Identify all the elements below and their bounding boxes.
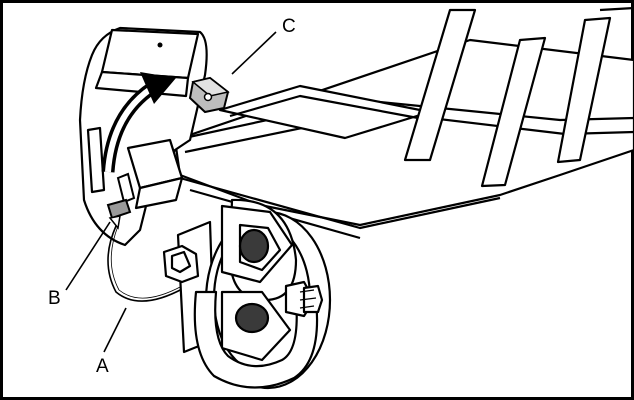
cap-hole-icon <box>157 42 163 48</box>
vehicle-frame <box>173 6 634 240</box>
callout-label-b: B <box>48 288 61 309</box>
callout-label-c: C <box>282 16 296 37</box>
leader-line-c <box>231 31 277 75</box>
locking-clip <box>188 76 230 114</box>
retaining-pin <box>106 172 136 230</box>
lanyard-cable <box>107 225 185 302</box>
tow-shackle <box>162 198 332 390</box>
callout-label-a: A <box>96 356 109 377</box>
rotation-arrow-icon <box>101 72 176 173</box>
mounting-bracket <box>78 26 208 247</box>
leader-line-a <box>103 307 127 353</box>
lanyard-cable-inner <box>110 225 183 299</box>
leader-line-b <box>65 221 111 291</box>
